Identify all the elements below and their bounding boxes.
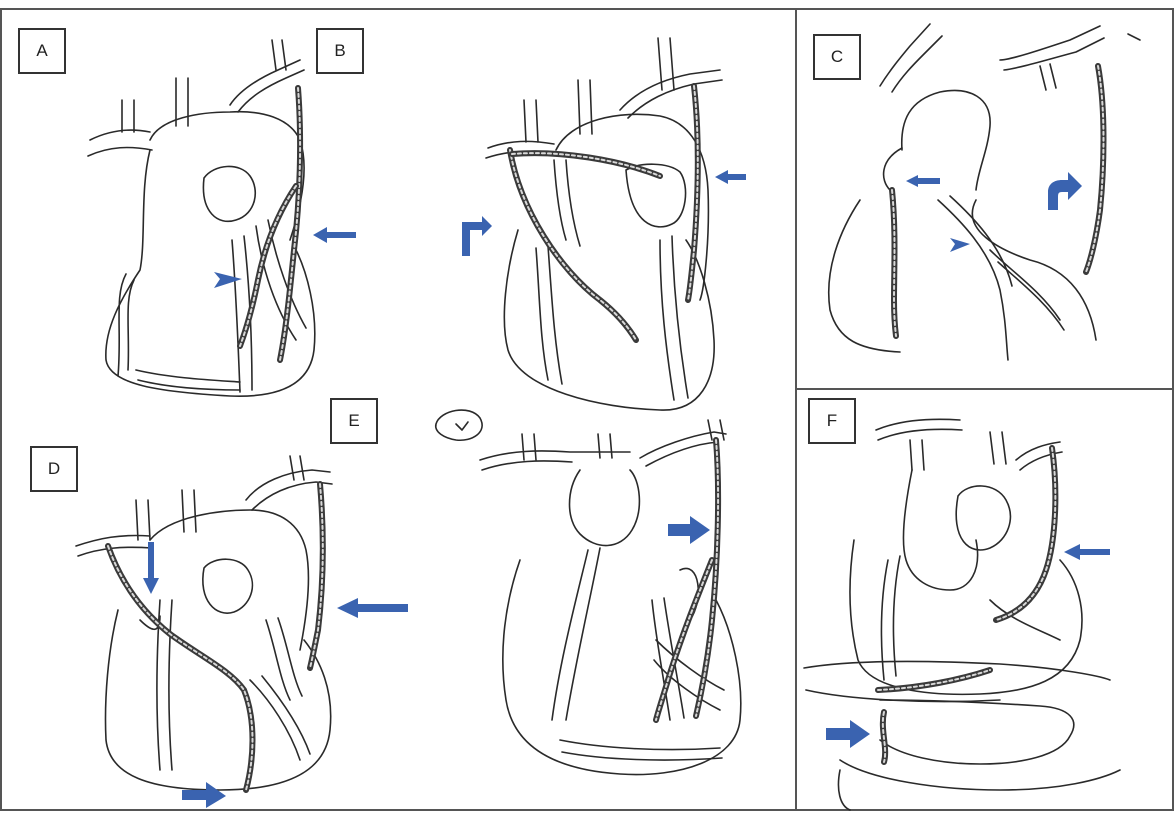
panel-label-e: E bbox=[330, 398, 378, 444]
panel-frames bbox=[1, 9, 1174, 811]
heart-drawing-b bbox=[486, 38, 722, 410]
arrow-f-vessel bbox=[1064, 544, 1110, 560]
heart-drawing-a bbox=[88, 40, 315, 396]
panel-label-b: B bbox=[316, 28, 364, 74]
heart-drawing-f bbox=[804, 419, 1120, 810]
arrowhead-c-branch bbox=[950, 238, 970, 252]
arrowhead-a-branch bbox=[214, 272, 242, 288]
panel-label-c: C bbox=[813, 34, 861, 80]
arrow-d-bottom bbox=[182, 782, 226, 808]
arrow-f-bottom bbox=[826, 720, 870, 748]
arrow-a-vessel bbox=[313, 227, 356, 243]
panel-label-a: A bbox=[18, 28, 66, 74]
curved-arrow-c bbox=[1048, 172, 1082, 210]
arrow-d-vertical bbox=[143, 542, 159, 594]
heart-drawing-c bbox=[829, 24, 1140, 360]
arrow-e-vessel bbox=[668, 516, 710, 544]
panel-label-d: D bbox=[30, 446, 78, 492]
heart-drawing-d bbox=[76, 456, 332, 790]
outer-frame bbox=[1, 9, 1173, 810]
heart-drawing-e bbox=[436, 410, 741, 775]
panel-label-f: F bbox=[808, 398, 856, 444]
arrow-b-vessel bbox=[715, 170, 746, 184]
curved-arrow-b bbox=[462, 216, 492, 256]
arrow-c-vessel bbox=[906, 175, 940, 187]
arrow-d-vessel bbox=[337, 598, 408, 618]
